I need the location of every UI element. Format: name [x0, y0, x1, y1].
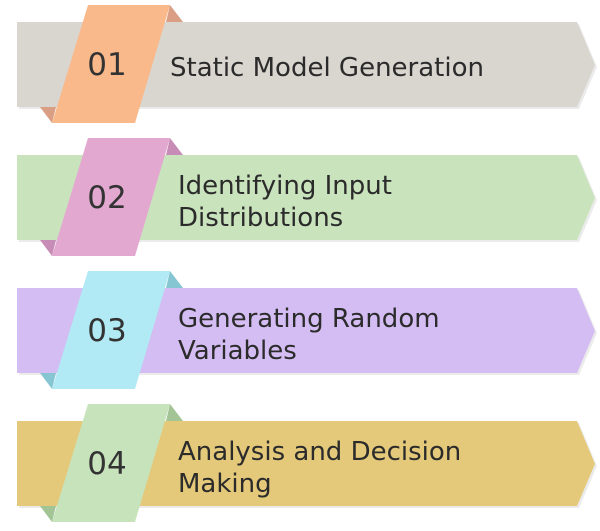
step-label-line: Variables — [178, 336, 297, 366]
fold-top — [166, 404, 183, 421]
step-label-line: Analysis and Decision — [178, 437, 462, 467]
fold-top — [166, 271, 183, 288]
step-01: 01 Static Model Generation — [0, 5, 600, 130]
number-tab — [52, 271, 170, 389]
step-label-line: Generating Random — [178, 304, 440, 334]
arrow-bar — [17, 22, 595, 107]
step-label-line: Making — [178, 469, 272, 499]
number-tab — [52, 5, 170, 123]
step-shape — [17, 404, 597, 522]
step-label: Static Model Generation — [170, 52, 484, 84]
number-tab — [52, 138, 170, 256]
arrow-bar — [17, 421, 595, 506]
fold-top — [166, 5, 183, 22]
fold-top — [166, 138, 183, 155]
step-label-line: Static Model Generation — [170, 53, 484, 83]
step-shape — [17, 138, 597, 256]
arrow-bar — [17, 288, 595, 373]
step-label-line: Identifying Input — [178, 171, 392, 201]
step-number: 04 — [87, 446, 127, 482]
step-shape — [17, 5, 597, 123]
step-label-line: Distributions — [178, 203, 344, 233]
arrow-bar — [17, 155, 595, 240]
step-number: 03 — [87, 313, 127, 349]
fold-bottom — [40, 506, 56, 522]
step-number: 02 — [87, 180, 127, 216]
step-shape — [17, 271, 597, 389]
fold-bottom — [40, 373, 56, 389]
step-number: 01 — [87, 47, 127, 83]
number-tab — [52, 404, 170, 522]
fold-bottom — [40, 240, 56, 256]
fold-bottom — [40, 107, 56, 123]
